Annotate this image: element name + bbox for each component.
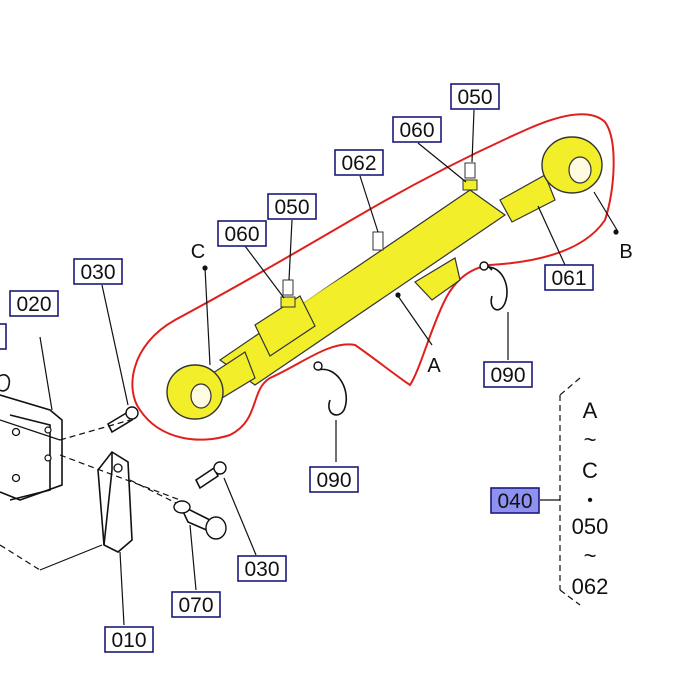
letter-a: A [427, 355, 441, 377]
base-line-1 [0, 419, 61, 441]
base-line-2 [39, 544, 103, 571]
svg-text:020: 020 [16, 293, 51, 316]
pin-070 [173, 500, 227, 591]
legend-dot: • [587, 492, 593, 509]
label-090-bottom: 090 [309, 466, 359, 493]
ball-joint-b-hole [568, 156, 592, 184]
legend-line4: 062 [572, 574, 609, 599]
svg-text:090: 090 [316, 469, 351, 492]
svg-text:030: 030 [244, 558, 279, 581]
svg-text:050: 050 [274, 196, 309, 219]
red-outline [131, 113, 615, 441]
nipple-050-top [464, 162, 476, 179]
top-link-body-shade [260, 205, 475, 355]
label-040: 040 [490, 487, 540, 514]
label-061: 061 [544, 264, 594, 291]
dash-line-4 [0, 544, 41, 571]
label-090-right: 090 [483, 361, 533, 388]
bracket-020 [0, 336, 63, 501]
grease-nipple-062 [372, 231, 384, 251]
leader-050-mid [288, 219, 293, 281]
leader-061 [537, 205, 566, 266]
leader-b [593, 191, 618, 231]
svg-text:040: 040 [497, 490, 532, 513]
legend-tilde1: ~ [584, 427, 597, 452]
leader-050-top [471, 109, 475, 163]
svg-text:060: 060 [399, 119, 434, 142]
bracket-010 [97, 450, 133, 626]
dot-a [395, 292, 401, 298]
top-link-rod-right [499, 174, 556, 223]
label-060-mid: 060 [217, 220, 267, 247]
svg-text:010: 010 [111, 629, 146, 652]
svg-text:030: 030 [80, 261, 115, 284]
bolt-030-bottom [194, 461, 257, 556]
label-050-mid: 050 [267, 193, 317, 220]
top-link-assembly [166, 136, 603, 420]
label-062: 062 [334, 149, 384, 176]
leader-c [204, 267, 211, 366]
label-010: 010 [104, 626, 154, 653]
label-020: 020 [9, 290, 59, 317]
nipple-050-mid [282, 279, 294, 296]
svg-text:090: 090 [490, 364, 525, 387]
svg-text:060: 060 [224, 223, 259, 246]
clamp-090-bottom [313, 361, 348, 462]
legend-line1: A [583, 398, 598, 423]
label-060-top: 060 [392, 116, 442, 143]
label-030-bottom: 030 [237, 555, 287, 582]
label-050-top: 050 [450, 83, 500, 110]
svg-text:062: 062 [341, 152, 376, 175]
legend-bracket [540, 377, 581, 606]
leader-060-top [417, 142, 467, 183]
leader-062 [359, 175, 379, 233]
leader-060-mid [244, 245, 285, 299]
nut-060-mid [280, 296, 296, 308]
label-030-top: 030 [73, 258, 123, 285]
ball-joint-c-hole [190, 383, 212, 409]
nut-060-top [462, 179, 478, 191]
label-070: 070 [171, 591, 221, 618]
dash-line-2 [59, 454, 181, 501]
legend-line3: 050 [572, 514, 609, 539]
letter-c: C [191, 241, 205, 263]
clamp-090-right [479, 261, 509, 360]
svg-text:061: 061 [551, 267, 586, 290]
label-cut-left [0, 323, 7, 350]
leader-a [397, 295, 433, 346]
legend-tilde2: ~ [584, 543, 597, 568]
svg-text:050: 050 [457, 86, 492, 109]
dot-b [613, 229, 619, 235]
dot-c [202, 265, 208, 271]
sleeve-bracket [414, 257, 461, 301]
legend-line2: C [582, 458, 598, 483]
letter-b: B [619, 241, 632, 263]
svg-text:070: 070 [178, 594, 213, 617]
dash-line-1 [59, 419, 131, 441]
bolt-030-top [101, 284, 139, 434]
